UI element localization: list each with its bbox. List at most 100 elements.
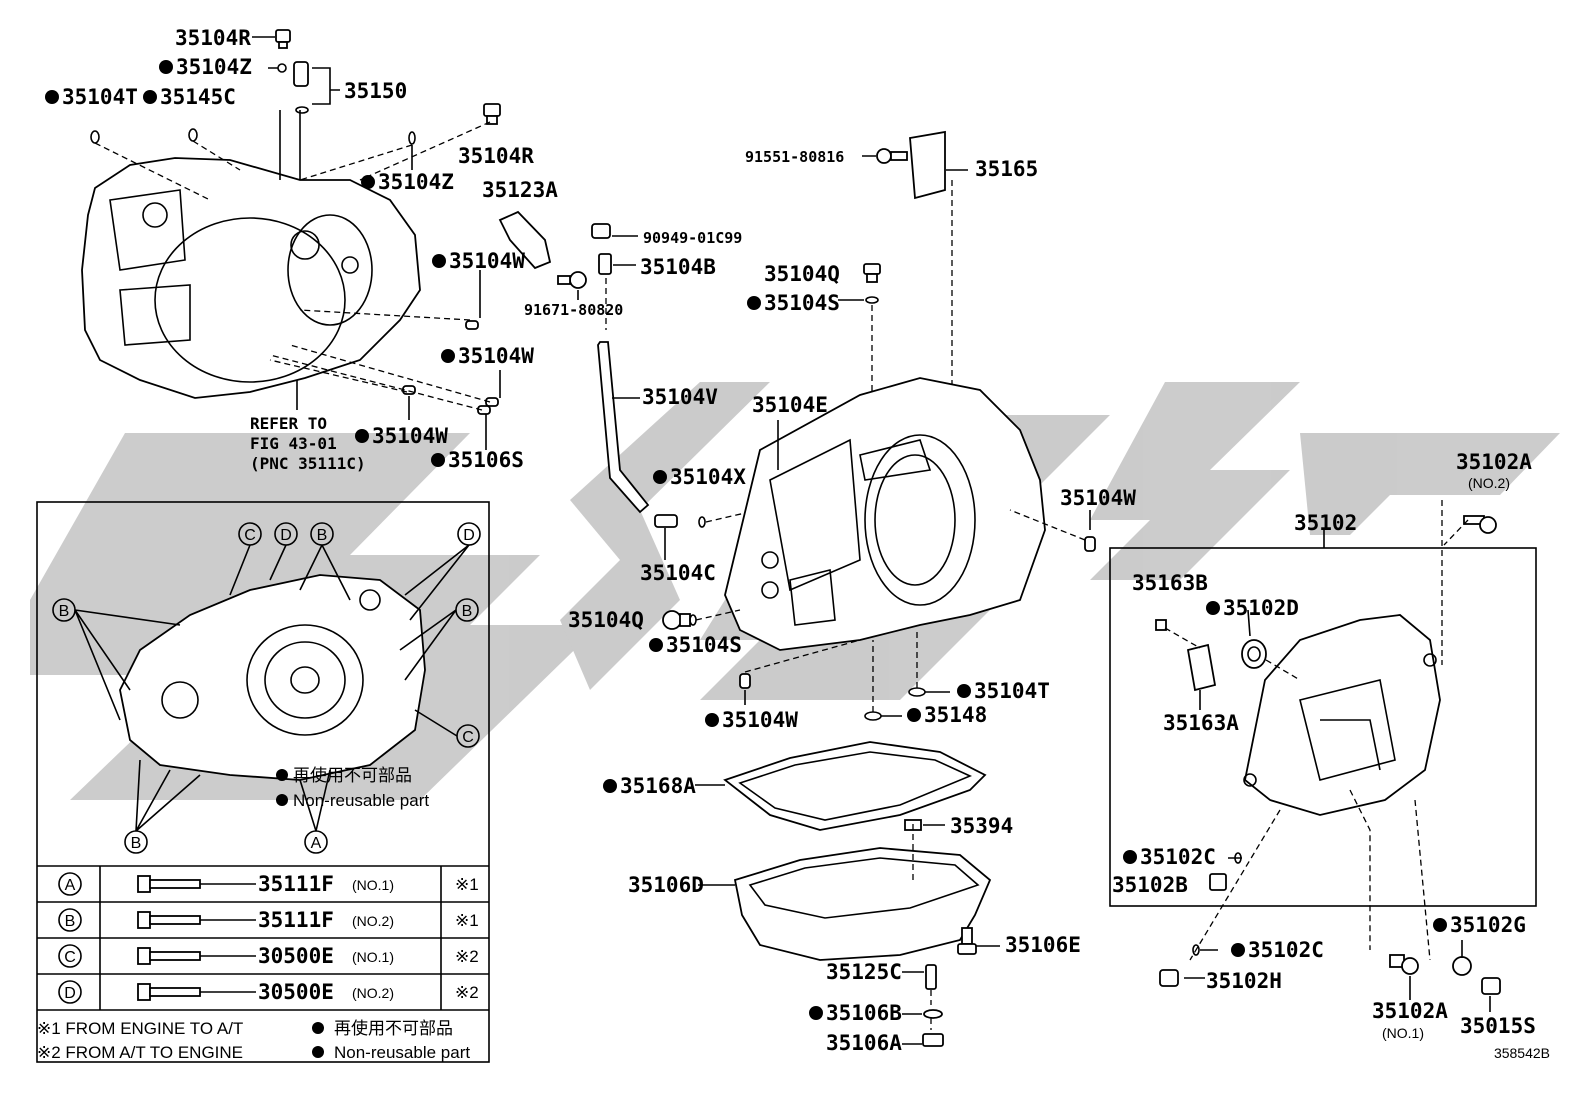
bolt-key: C (64, 949, 76, 966)
label-35165: 35165 (975, 157, 1038, 181)
extension-housing-35102 (1243, 614, 1441, 816)
label-35148: 35148 (924, 703, 987, 727)
non-reusable-dot-icon (355, 429, 369, 443)
label-sub-l_35102A_top_sub: (NO.2) (1468, 475, 1510, 491)
bolt-sub: (NO.1) (352, 877, 394, 893)
plug-35104R-top-icon (275, 29, 291, 49)
pin-35104W-4-icon (1084, 536, 1096, 552)
bolt-icon (137, 911, 151, 929)
callout-B-1: B (317, 527, 328, 544)
non-reusable-dot-icon (276, 769, 288, 781)
o-ring-35104T-icon (90, 130, 100, 144)
detail-housing-drawing (119, 574, 426, 781)
bolt-35163B-icon (1155, 619, 1167, 631)
footer-legend-en: Non-reusable part (334, 1043, 470, 1062)
plug-35104Q-2-icon (662, 610, 691, 630)
bolt-shank-icon (149, 987, 201, 997)
callout-B-2: B (59, 603, 70, 620)
pin-35104W-2-icon (485, 397, 499, 407)
bolt-91671-icon (557, 271, 587, 289)
detail-box (36, 501, 490, 1063)
label-sub-l_35102A_bot_sub: (NO.1) (1382, 1025, 1424, 1041)
footer-note-1: ※1 FROM ENGINE TO A/T (37, 1019, 243, 1038)
callouts (52, 522, 481, 854)
non-reusable-dot-icon (159, 60, 173, 74)
label-91551: 91551-80816 (745, 148, 844, 166)
label-35163B: 35163B (1132, 571, 1208, 595)
footer-note-2: ※2 FROM A/T TO ENGINE (37, 1043, 243, 1062)
non-reusable-dot-icon (1206, 601, 1220, 615)
label-35104C: 35104C (640, 561, 716, 585)
non-reusable-dot-icon (312, 1022, 324, 1034)
plug-35015S-icon (1481, 977, 1501, 995)
refer-text: REFER TO (250, 414, 327, 433)
label-35104X: 35104X (670, 465, 746, 489)
bolt-note: ※2 (455, 947, 479, 966)
label-35104R_top: 35104R (175, 26, 251, 50)
transaxle-case-35104E (724, 377, 1046, 651)
bolt-icon (137, 875, 151, 893)
o-ring-35102C-2-icon (1192, 944, 1200, 956)
non-reusable-dot-icon (45, 90, 59, 104)
figure-id: 358542B (1494, 1045, 1550, 1061)
o-ring-35104T-2-icon (908, 687, 926, 697)
non-reusable-dot-icon (1123, 850, 1137, 864)
bolt-note: ※1 (455, 911, 479, 930)
label-35145C: 35145C (160, 85, 236, 109)
label-35102A_top: 35102A (1456, 450, 1532, 474)
bolt-icon (137, 983, 151, 1001)
label-91671: 91671-80820 (524, 301, 623, 319)
bolt-part-number: 35111F (258, 872, 334, 896)
label-35104B: 35104B (640, 255, 716, 279)
bolt-note: ※1 (455, 875, 479, 894)
label-35104S_2: 35104S (666, 633, 742, 657)
upper-housing-drawing (81, 110, 421, 399)
label-35163A: 35163A (1163, 711, 1239, 735)
bracket-35163A-icon (1186, 643, 1217, 692)
bolt-part-number: 30500E (258, 980, 334, 1004)
bolt-key-circle (58, 908, 82, 932)
label-35104T_top: 35104T (62, 85, 138, 109)
gasket-35102G-icon (1452, 956, 1472, 976)
non-reusable-dot-icon (312, 1046, 324, 1058)
label-35104E: 35104E (752, 393, 828, 417)
sensor-35150-icon (293, 61, 309, 114)
bolt-icon (137, 947, 151, 965)
non-reusable-dot-icon (907, 708, 921, 722)
callout-D-1: D (280, 527, 292, 544)
bearing-35102D-icon (1241, 639, 1267, 669)
valve-90949-icon (591, 223, 611, 239)
label-35106A: 35106A (826, 1031, 902, 1055)
bolt-note: ※2 (455, 983, 479, 1002)
label-35102C_1: 35102C (1140, 845, 1216, 869)
plug-35104R-icon (483, 103, 501, 125)
label-35104Q_1: 35104Q (764, 262, 840, 286)
bracket-35123A-icon (498, 210, 552, 270)
non-reusable-dot-icon (276, 794, 288, 806)
callout-B-4: B (131, 835, 142, 852)
bolt-key: D (64, 985, 76, 1002)
label-35102B: 35102B (1112, 873, 1188, 897)
non-reusable-dot-icon (653, 470, 667, 484)
detail-legend-en: Non-reusable part (293, 791, 429, 810)
label-35102G: 35102G (1450, 913, 1526, 937)
label-35104V: 35104V (642, 385, 718, 409)
non-reusable-markers (45, 60, 1447, 1020)
non-reusable-dot-icon (809, 1006, 823, 1020)
label-90949: 90949-01C99 (643, 229, 742, 247)
bolt-part-number: 35111F (258, 908, 334, 932)
bracket-35165-icon (909, 130, 946, 200)
non-reusable-dot-icon (431, 453, 445, 467)
bolt-key: B (65, 913, 76, 930)
non-reusable-dot-icon (957, 684, 971, 698)
bolt-sub: (NO.2) (352, 985, 394, 1001)
bolt-35102B-icon (1209, 873, 1227, 891)
non-reusable-dot-icon (441, 349, 455, 363)
o-ring-35104S-1-icon (865, 296, 879, 304)
label-35102D: 35102D (1223, 596, 1299, 620)
refer-text: (PNC 35111C) (250, 454, 366, 473)
gasket-35106B-icon (923, 1009, 943, 1019)
label-35104W_1: 35104W (449, 249, 525, 273)
